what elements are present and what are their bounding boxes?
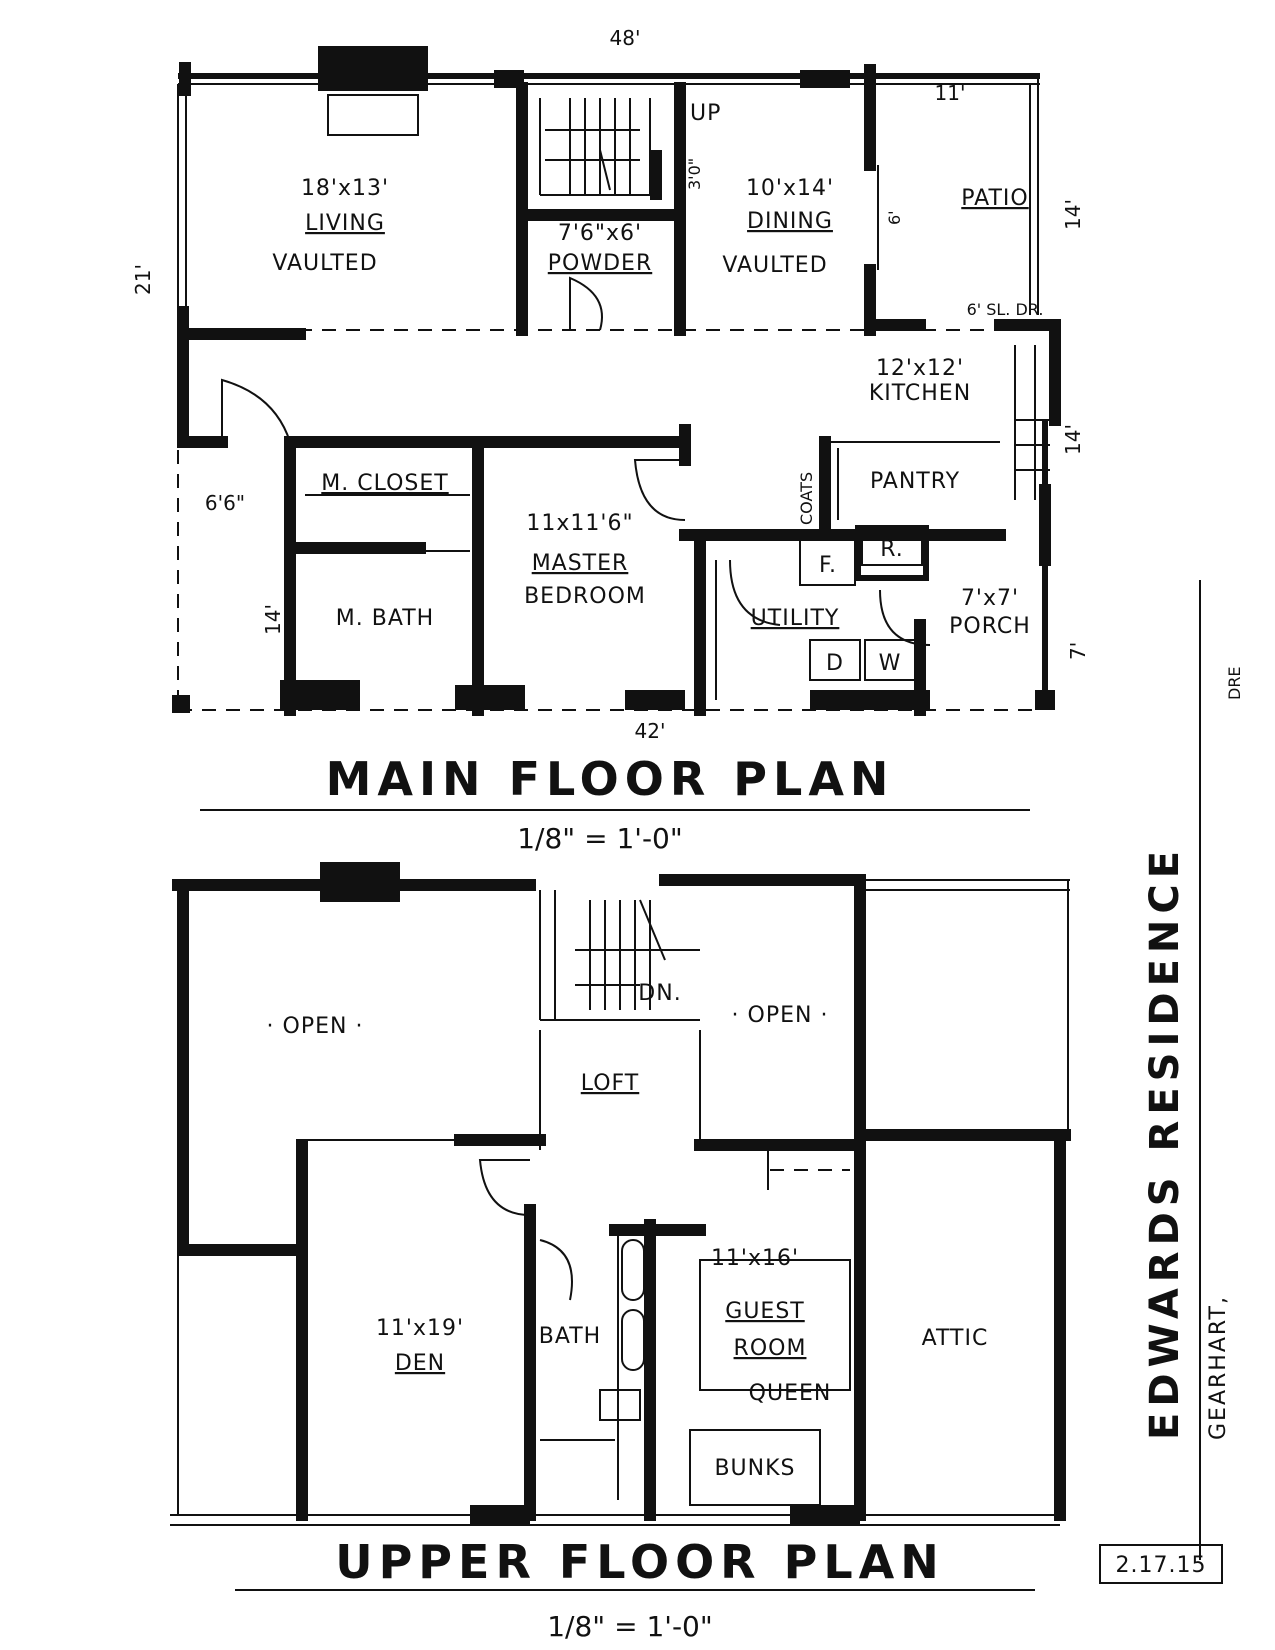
drawing-date: 2.17.15 <box>1116 1553 1207 1578</box>
living-size: 18'x13' <box>301 176 389 201</box>
guest-name: GUEST <box>725 1299 804 1324</box>
upper-floor-scale: 1/8" = 1'-0" <box>547 1610 713 1643</box>
pantry-label: PANTRY <box>870 469 960 494</box>
upper-floor-labels: · OPEN · DN. · OPEN · LOFT 11'x19' DEN B… <box>235 981 1035 1643</box>
dim-left-step: 6'6" <box>205 491 245 515</box>
guest-note: QUEEN <box>749 1381 832 1406</box>
master-name2: BEDROOM <box>524 584 646 609</box>
bath-name: M. BATH <box>336 606 434 631</box>
porch-size: 7'x7' <box>961 586 1019 611</box>
stair-up-label: UP <box>690 101 721 126</box>
dim-dining-door: 3'0" <box>685 158 704 190</box>
master-size: 11x11'6" <box>526 511 633 536</box>
dim-top: 48' <box>610 26 641 50</box>
dim-patio-side: 6' <box>885 210 904 225</box>
dining-size: 10'x14' <box>746 176 834 201</box>
dining-name: DINING <box>747 209 833 234</box>
main-floor-scale: 1/8" = 1'-0" <box>517 822 683 855</box>
kitchen-size: 12'x12' <box>876 356 964 381</box>
utility-label: UTILITY <box>751 606 840 631</box>
dim-bottom: 42' <box>635 719 666 743</box>
powder-name: POWDER <box>548 251 652 276</box>
master-name: MASTER <box>532 551 629 576</box>
dim-right-patio: 14' <box>1061 199 1085 230</box>
range-label: R. <box>880 537 904 562</box>
kitchen-name: KITCHEN <box>869 381 971 406</box>
fridge-label: F. <box>819 553 837 578</box>
stair-dn-label: DN. <box>638 981 681 1006</box>
upper-stair-treads <box>575 899 700 1010</box>
porch-name: PORCH <box>949 614 1031 639</box>
guest-size: 11'x16' <box>711 1246 799 1271</box>
project-location: GEARHART, <box>1206 1295 1231 1440</box>
dim-left-lower: 14' <box>261 604 285 635</box>
den-name: DEN <box>395 1351 445 1376</box>
upper-bath-label: BATH <box>539 1324 601 1349</box>
main-floor-title: MAIN FLOOR PLAN <box>326 752 895 806</box>
dim-right-kitchen: 14' <box>1061 424 1085 455</box>
closet-name: M. CLOSET <box>321 471 448 496</box>
dim-right-porch: 7' <box>1066 642 1090 660</box>
loft-label: LOFT <box>581 1071 640 1096</box>
living-note: VAULTED <box>272 251 377 276</box>
stair-treads <box>545 98 640 195</box>
powder-size: 7'6"x6' <box>558 221 642 246</box>
upper-floor-plan <box>170 862 1071 1526</box>
dim-patio-top: 11' <box>935 81 966 105</box>
attic-label: ATTIC <box>922 1326 989 1351</box>
dim-left-upper: 21' <box>131 264 155 295</box>
washer-label: W <box>879 651 902 676</box>
main-floor-labels: 48' 21' 6'6" 14' 11' 14' 14' 7' 42' 3'0"… <box>131 26 1090 855</box>
open-left-label: · OPEN · <box>267 1014 364 1039</box>
title-block: DRE EDWARDS RESIDENCE GEARHART, 2.17.15 <box>1099 580 1244 1584</box>
main-floor-plan <box>172 46 1061 716</box>
patio-name: PATIO <box>961 186 1028 211</box>
guest-name2: ROOM <box>734 1336 807 1361</box>
bunks-label: BUNKS <box>714 1456 795 1481</box>
dining-note: VAULTED <box>722 253 827 278</box>
upper-floor-title: UPPER FLOOR PLAN <box>335 1535 945 1589</box>
open-right-label: · OPEN · <box>732 1003 829 1028</box>
initials: DRE <box>1225 666 1244 700</box>
dryer-label: D <box>826 651 844 676</box>
coats-label: COATS <box>797 472 816 525</box>
living-name: LIVING <box>305 211 385 236</box>
den-size: 11'x19' <box>376 1316 464 1341</box>
slider-label: 6' SL. DR. <box>967 300 1044 319</box>
project-name: EDWARDS RESIDENCE <box>1142 845 1188 1440</box>
